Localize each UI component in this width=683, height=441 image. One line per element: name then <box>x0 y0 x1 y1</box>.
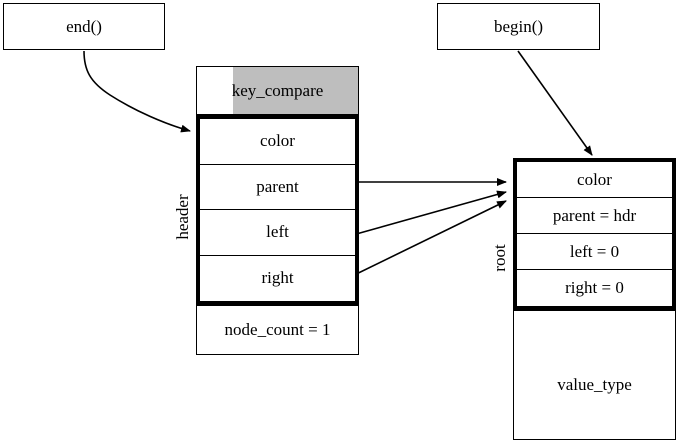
header-field-right-label: right <box>261 268 294 288</box>
header-struct: key_compare color parent left right node… <box>196 66 359 355</box>
root-field-left-label: left = 0 <box>569 241 620 261</box>
root-field-color-label: color <box>577 169 612 189</box>
root-field-left: left = 0 <box>517 234 672 270</box>
key-compare-highlight <box>233 67 358 114</box>
header-field-left-label: left <box>266 222 289 242</box>
header-side-label: header <box>173 194 192 240</box>
root-node-box: color parent = hdr left = 0 right = 0 <box>513 158 676 310</box>
end-call-box[interactable]: end() <box>3 3 165 50</box>
edge-header-left-to-root <box>341 190 507 239</box>
header-field-color: color <box>200 119 355 165</box>
root-field-right: right = 0 <box>517 270 672 306</box>
header-node-count-cell: node_count = 1 <box>196 305 359 355</box>
end-call-label: end() <box>66 16 102 36</box>
root-field-parent: parent = hdr <box>517 198 672 234</box>
root-struct: color parent = hdr left = 0 right = 0 va… <box>513 158 676 440</box>
key-compare-label: key_compare <box>231 80 324 100</box>
edge-header-right-to-root <box>341 200 507 282</box>
begin-call-label: begin() <box>493 16 544 36</box>
root-value-type-cell: value_type <box>513 310 676 440</box>
edge-end-to-header <box>83 50 191 133</box>
header-field-parent: parent <box>200 164 355 210</box>
root-field-color: color <box>517 162 672 198</box>
header-node-box: color parent left right <box>196 115 359 305</box>
edge-begin-to-root <box>517 50 593 156</box>
header-field-color-label: color <box>260 131 295 151</box>
header-field-parent-label: parent <box>256 176 299 196</box>
header-field-left: left <box>200 210 355 256</box>
root-field-right-label: right = 0 <box>565 278 624 297</box>
header-field-right: right <box>200 255 355 301</box>
root-side-label: root <box>490 244 509 272</box>
header-node-count-label: node_count = 1 <box>224 320 331 339</box>
root-field-parent-label: parent = hdr <box>552 205 637 225</box>
begin-call-box[interactable]: begin() <box>437 3 600 50</box>
root-value-type-label: value_type <box>557 375 632 394</box>
header-key-compare-cell: key_compare <box>196 66 359 115</box>
